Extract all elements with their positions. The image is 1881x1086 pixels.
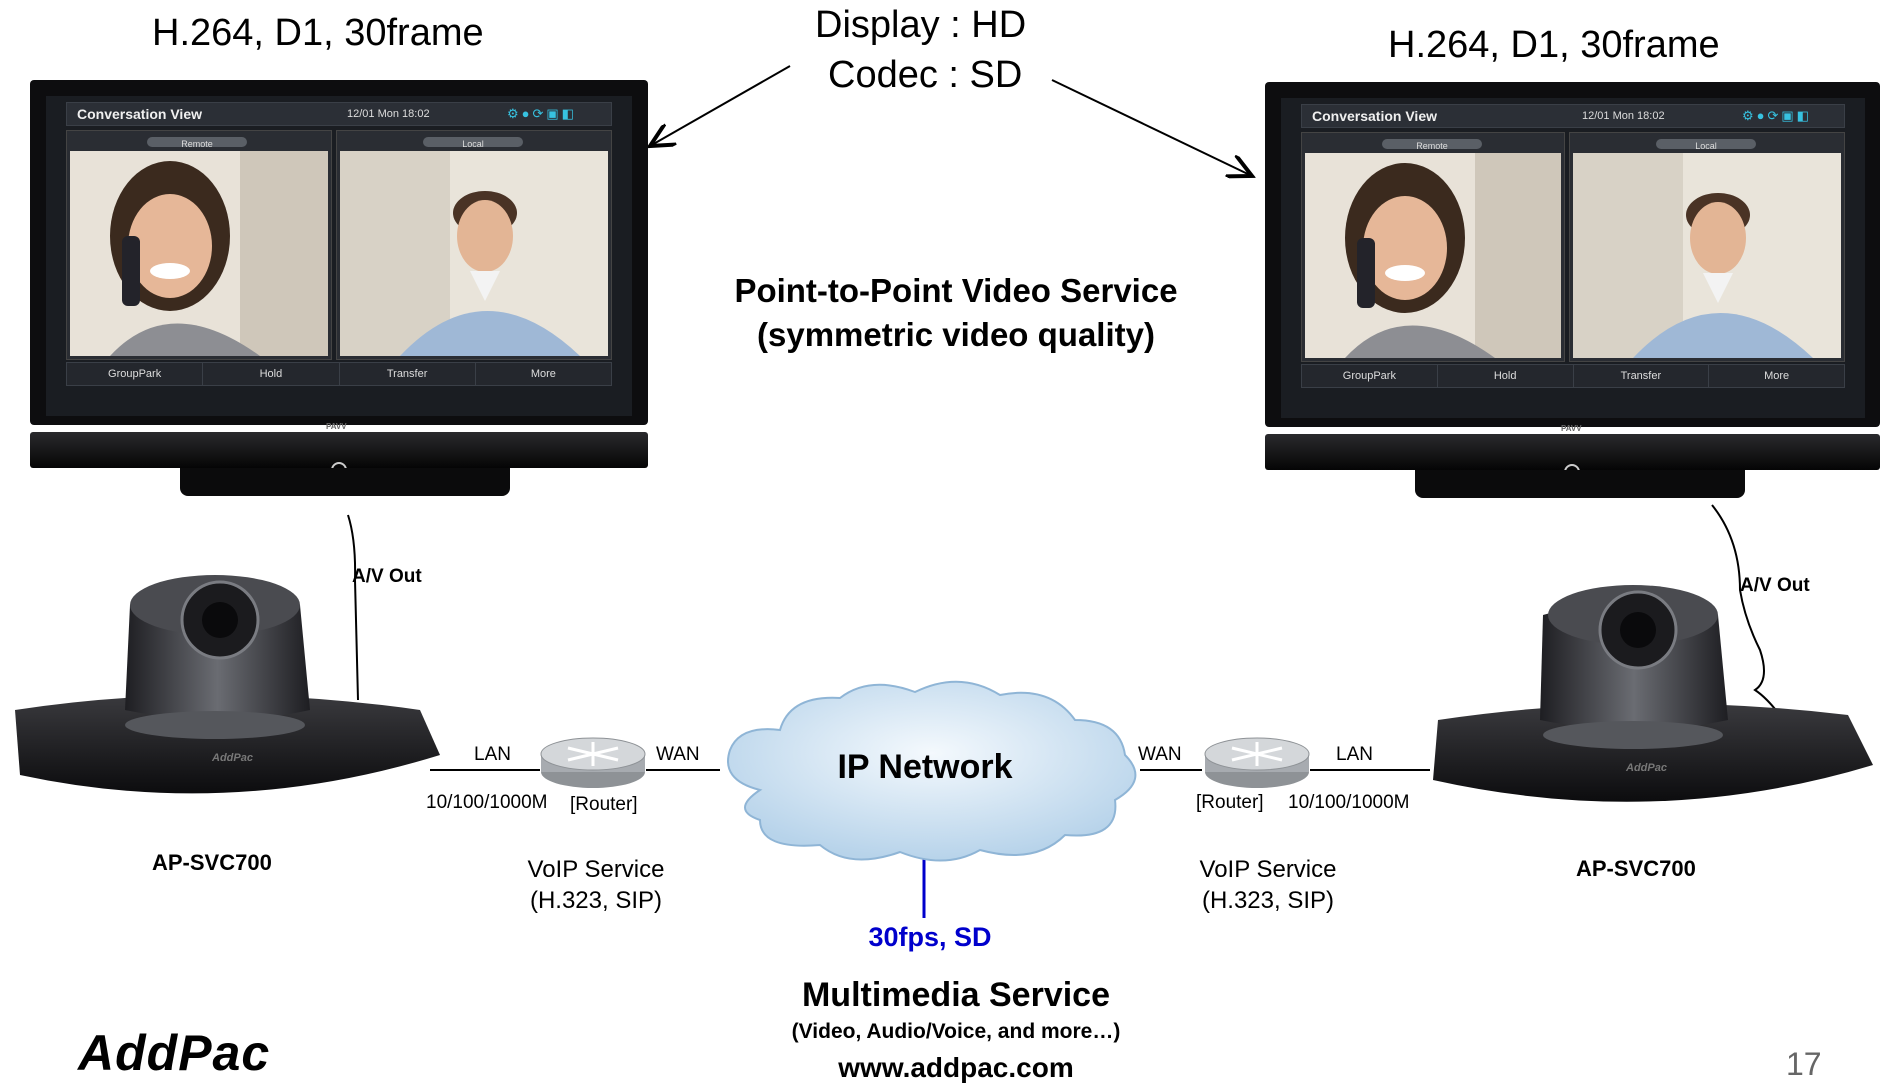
left-router-icon	[540, 737, 646, 788]
right-av-out-label: A/V Out	[1740, 575, 1810, 596]
grouppark-button[interactable]: GroupPark	[67, 363, 204, 385]
cloud-label: IP Network	[837, 748, 1013, 786]
monitor-button-bar: GroupPark Hold Transfer More	[1301, 364, 1845, 388]
grouppark-button[interactable]: GroupPark	[1302, 365, 1438, 387]
local-pane: Local	[1569, 132, 1845, 362]
right-voip-line2: (H.323, SIP)	[1201, 887, 1335, 914]
right-av-cable	[1711, 504, 1787, 725]
right-lan-label: LAN	[1336, 744, 1373, 765]
status-icons: ⚙●⟳▣◧	[1742, 108, 1812, 123]
website-link[interactable]: www.addpac.com	[838, 1052, 1074, 1083]
screen-header-datetime: 12/01 Mon 18:02	[1582, 110, 1665, 122]
left-monitor: Conversation View 12/01 Mon 18:02 ⚙●⟳▣◧ …	[30, 80, 648, 500]
stream-label: 30fps, SD	[868, 922, 992, 952]
local-pane-label: Local	[1695, 141, 1717, 151]
right-spec-label: H.264, D1, 30frame	[1388, 24, 1720, 66]
local-pane: Local	[336, 130, 612, 360]
right-device-name: AP-SVC700	[1576, 856, 1696, 881]
left-voip-line2: (H.323, SIP)	[529, 887, 663, 914]
left-wan-label: WAN	[656, 744, 700, 765]
left-device-brand: AddPac	[212, 752, 253, 764]
right-wan-label: WAN	[1138, 744, 1182, 765]
remote-pane-label: Remote	[1416, 141, 1448, 151]
right-device-brand: AddPac	[1626, 762, 1667, 774]
right-voip-line1: VoIP Service	[1199, 856, 1337, 883]
left-device-name: AP-SVC700	[152, 850, 272, 875]
local-video-image	[1573, 153, 1841, 358]
local-pane-label: Local	[462, 139, 484, 149]
right-router-icon	[1204, 737, 1310, 788]
monitor-brand: PAVV	[1561, 424, 1582, 433]
arrow-to-left-monitor	[650, 65, 791, 146]
screen-header-bar: Conversation View 12/01 Mon 18:02 ⚙●⟳▣◧	[66, 102, 612, 126]
more-button[interactable]: More	[530, 368, 556, 380]
remote-pane-tab: Remote	[1382, 139, 1482, 151]
arrow-to-right-monitor	[1051, 79, 1252, 176]
hold-button[interactable]: Hold	[203, 363, 340, 385]
left-av-cable	[347, 514, 359, 701]
monitor-button-bar: GroupPark Hold Transfer More	[66, 362, 612, 386]
left-router-label: [Router]	[570, 794, 638, 815]
remote-video-image	[1305, 153, 1561, 358]
addpac-logo: AddPac	[78, 1025, 271, 1081]
monitor-stand	[180, 468, 510, 496]
local-pane-tab: Local	[1656, 139, 1756, 151]
service-title-line1: Point-to-Point Video Service	[734, 272, 1178, 309]
transfer-button[interactable]: Transfer	[1574, 365, 1710, 387]
more-button[interactable]: More	[1764, 370, 1790, 382]
hold-button[interactable]: Hold	[1438, 365, 1574, 387]
multimedia-sub: (Video, Audio/Voice, and more…)	[791, 1020, 1121, 1043]
multimedia-title: Multimedia Service	[801, 976, 1110, 1014]
monitor-brand: PAVV	[326, 422, 347, 431]
status-icons: ⚙●⟳▣◧	[507, 106, 577, 121]
screen-header-title: Conversation View	[1312, 108, 1438, 124]
left-speed-label: 10/100/1000M	[426, 792, 548, 813]
remote-pane-label: Remote	[181, 139, 213, 149]
monitor-screen: Conversation View 12/01 Mon 18:02 ⚙●⟳▣◧ …	[46, 96, 632, 416]
right-device-image	[1433, 585, 1873, 802]
remote-pane-tab: Remote	[147, 137, 247, 149]
left-spec-label: H.264, D1, 30frame	[152, 12, 484, 54]
left-voip-line1: VoIP Service	[527, 856, 665, 883]
remote-video-image	[70, 151, 328, 356]
left-av-out-label: A/V Out	[352, 566, 422, 587]
ip-network-cloud	[727, 680, 1137, 862]
local-pane-tab: Local	[423, 137, 523, 149]
monitor-stand	[1415, 470, 1745, 498]
page-number: 17	[1786, 1046, 1822, 1082]
display-label: Display : HD	[815, 4, 1027, 46]
remote-pane: Remote	[1301, 132, 1565, 362]
remote-pane: Remote	[66, 130, 332, 360]
right-speed-label: 10/100/1000M	[1288, 792, 1410, 813]
screen-header-title: Conversation View	[77, 106, 203, 122]
monitor-screen: Conversation View 12/01 Mon 18:02 ⚙●⟳▣◧ …	[1281, 98, 1865, 418]
codec-label: Codec : SD	[828, 54, 1023, 96]
transfer-button[interactable]: Transfer	[340, 363, 476, 385]
local-video-image	[340, 151, 608, 356]
left-device-image	[15, 575, 440, 794]
screen-header-bar: Conversation View 12/01 Mon 18:02 ⚙●⟳▣◧	[1301, 104, 1845, 128]
right-router-label: [Router]	[1196, 792, 1264, 813]
screen-header-datetime: 12/01 Mon 18:02	[347, 108, 430, 120]
right-monitor: Conversation View 12/01 Mon 18:02 ⚙●⟳▣◧ …	[1265, 82, 1880, 502]
service-title-line2: (symmetric video quality)	[757, 316, 1155, 353]
left-lan-label: LAN	[474, 744, 511, 765]
